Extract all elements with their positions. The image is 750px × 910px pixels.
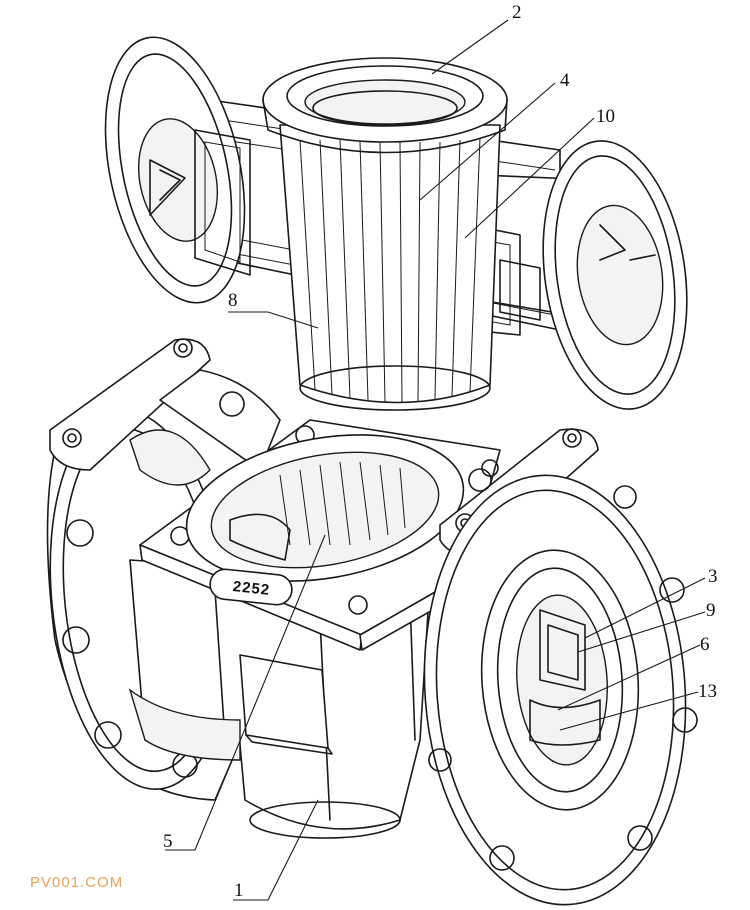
part-label-6: 6 [700,634,710,655]
part-label-10: 10 [596,106,615,127]
part-label-9: 9 [706,600,716,621]
body-marking: 2252 [232,578,271,599]
part-label-1: 1 [234,880,244,901]
lower-valve-body: 2252 [46,338,698,906]
part-label-8: 8 [228,290,238,311]
ribbed-cylinder [262,57,508,411]
part-label-13: 13 [698,681,717,702]
part-labels: 2 4 10 8 3 9 6 13 5 1 [163,2,718,901]
insert-right-flange [469,140,688,410]
part-label-3: 3 [708,566,718,587]
insert-left-flange [104,36,251,304]
leader-lines [165,19,706,901]
upper-insert-assembly [104,36,688,411]
part-label-2: 2 [512,2,522,23]
part-label-5: 5 [163,831,173,852]
top-square-flange: 2252 [139,419,501,651]
watermark: PV001.COM [30,874,124,891]
part-label-4: 4 [560,70,570,91]
body-right-flange [423,468,698,906]
